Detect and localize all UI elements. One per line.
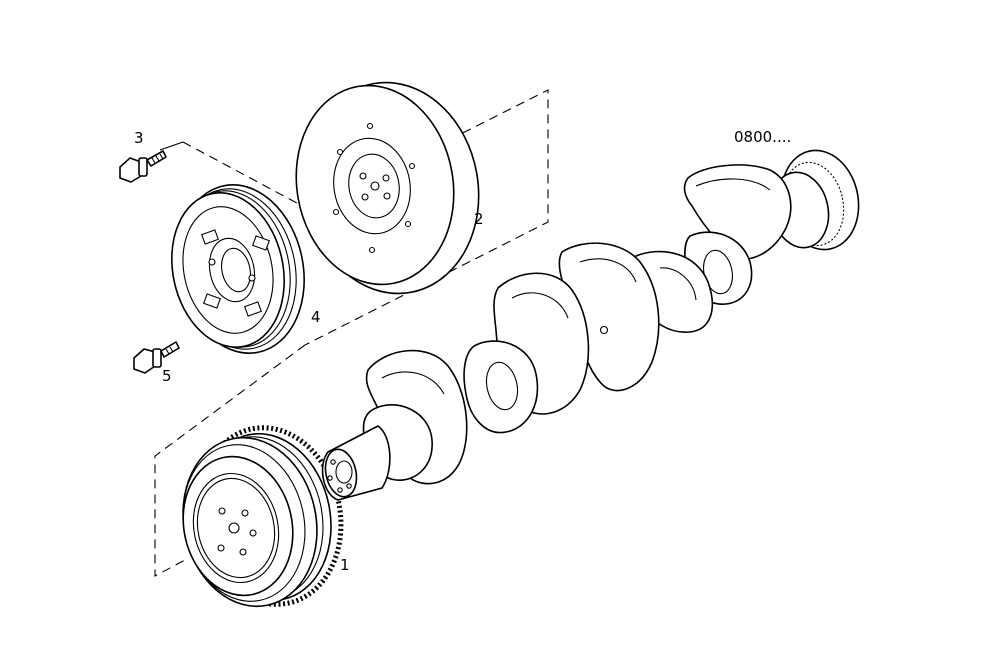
crankshaft[interactable]	[321, 143, 867, 501]
callout-label-3: 3	[134, 129, 144, 147]
callout-label-5: 5	[162, 367, 172, 385]
callout-label-1: 1	[340, 556, 350, 574]
callout-label-2: 2	[474, 210, 484, 228]
part-1-damper[interactable]	[168, 414, 357, 618]
callout-leader-lines	[159, 141, 184, 151]
reference-label: 0800....	[734, 128, 791, 146]
part-3-bolt[interactable]	[119, 150, 167, 183]
part-4-pulley[interactable]	[158, 173, 319, 365]
callout-label-4: 4	[311, 308, 321, 326]
part-2-disc[interactable]	[281, 69, 495, 308]
part-5-bolt[interactable]	[133, 341, 180, 374]
